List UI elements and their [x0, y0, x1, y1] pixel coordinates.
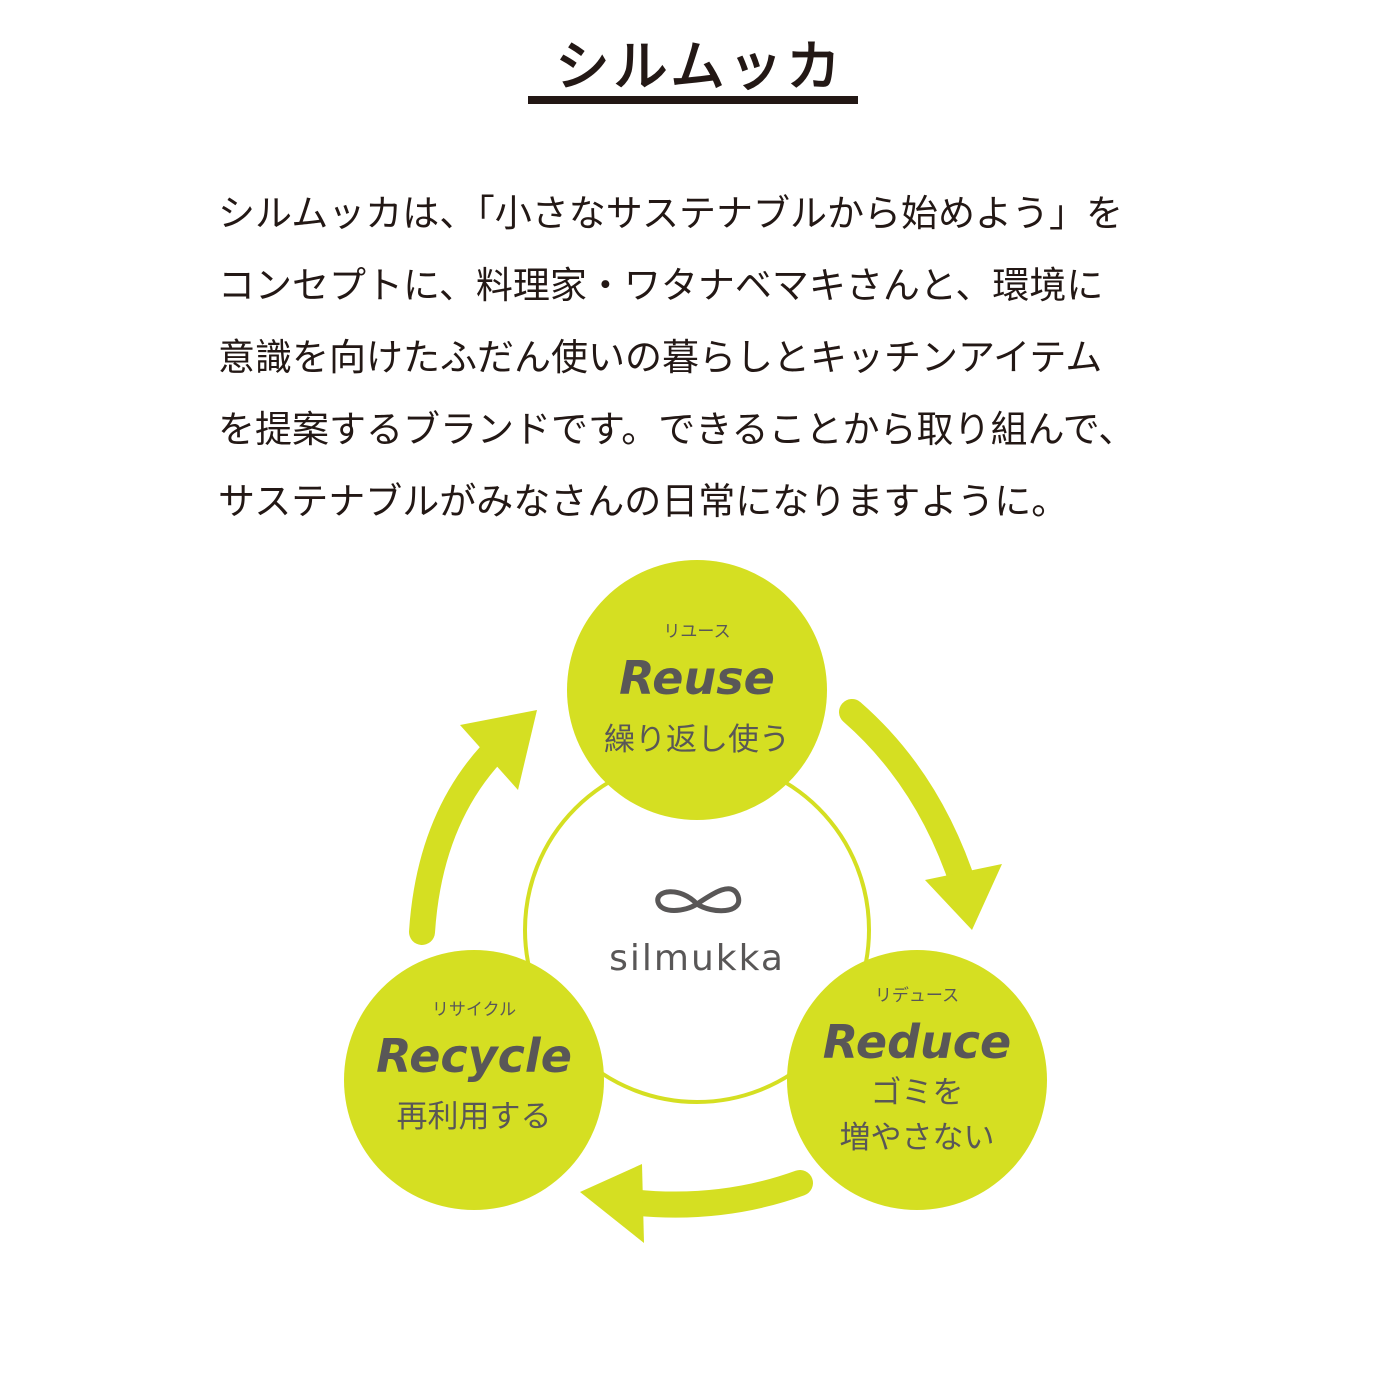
intro-line: を提案するブランドです。できることから取り組んで、: [218, 408, 1136, 451]
intro-line: コンセプトに、料理家・ワタナベマキさんと、環境に: [218, 264, 1104, 307]
recycle-label: Recycle: [376, 1029, 572, 1083]
intro-line: シルムッカは、「小さなサステナブルから始めよう」を: [218, 192, 1124, 235]
recycle-circle: [344, 950, 604, 1210]
arrow-reuse-to-reduce: [839, 699, 1002, 930]
title-underline: [528, 96, 858, 104]
page-title: シルムッカ: [555, 35, 845, 98]
intro-text: シルムッカは、「小さなサステナブルから始めよう」を コンセプトに、料理家・ワタナ…: [218, 178, 1198, 538]
reuse-description: 繰り返し使う: [604, 722, 790, 758]
intro-line: サステナブルがみなさんの日常になりますように。: [218, 480, 1069, 523]
reuse-ruby: リユース: [663, 622, 730, 642]
brand-name: silmukka: [609, 938, 785, 979]
reduce-node: リデュース Reduce ゴミを 増やさない: [787, 950, 1047, 1210]
infinity-icon: [655, 886, 742, 914]
reuse-node: リユース Reuse 繰り返し使う: [567, 560, 827, 820]
reuse-label: Reuse: [619, 651, 775, 705]
reduce-label: Reduce: [823, 1015, 1011, 1069]
reduce-description-line-1: ゴミを: [871, 1075, 964, 1111]
recycle-node: リサイクル Recycle 再利用する: [344, 950, 604, 1210]
reduce-description-line-2: 増やさない: [840, 1120, 995, 1156]
arrow-reduce-to-recycle: [580, 1164, 813, 1243]
reuse-circle: [567, 560, 827, 820]
arrow-recycle-to-reuse: [409, 710, 537, 945]
reduce-circle: [787, 950, 1047, 1210]
reduce-ruby: リデュース: [875, 985, 959, 1006]
intro-line: 意識を向けたふだん使いの暮らしとキッチンアイテム: [218, 336, 1103, 379]
recycle-description: 再利用する: [397, 1099, 552, 1135]
recycle-ruby: リサイクル: [432, 1000, 516, 1020]
